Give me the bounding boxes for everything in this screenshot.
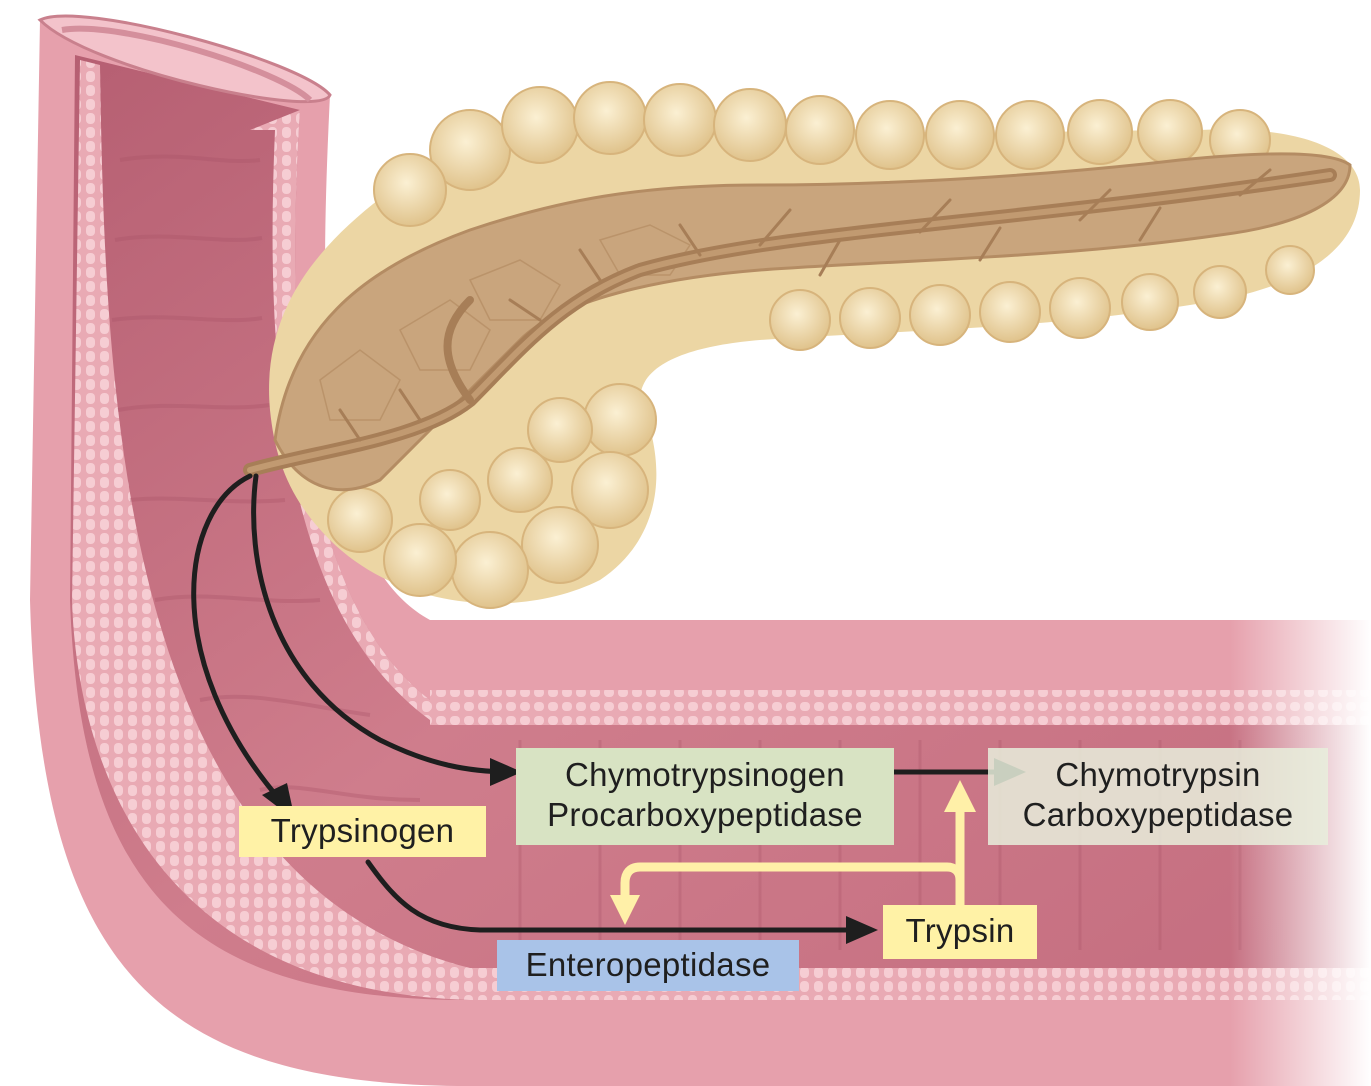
- label-boxes: [239, 748, 1328, 991]
- label-proenzymes: Chymotrypsinogen Procarboxypeptidase: [516, 755, 894, 835]
- label-procarboxypeptidase: Procarboxypeptidase: [547, 796, 863, 833]
- label-active-enzymes: Chymotrypsin Carboxypeptidase: [988, 755, 1328, 835]
- secretion-arrows: [191, 473, 1021, 935]
- enteropeptidase-box: [497, 940, 799, 991]
- label-chymotrypsin: Chymotrypsin: [1055, 756, 1261, 793]
- trypsin-box: [883, 905, 1037, 959]
- arrow-duct-to-trypsinogen: [191, 473, 283, 803]
- trypsin-activation-arrows: [610, 780, 976, 925]
- proenzymes-box: [516, 748, 894, 845]
- pancreas: [243, 81, 1360, 609]
- label-carboxypeptidase: Carboxypeptidase: [1022, 796, 1294, 833]
- label-chymotrypsinogen: Chymotrypsinogen: [565, 756, 845, 793]
- arrow-trypsinogen-to-trypsin: [365, 859, 871, 935]
- label-trypsinogen: Trypsinogen: [270, 812, 455, 849]
- trypsinogen-box: [239, 806, 486, 857]
- label-enteropeptidase: Enteropeptidase: [525, 946, 771, 983]
- arrow-duct-to-chymotrypsinogen: [251, 473, 515, 777]
- label-trypsin: Trypsin: [905, 912, 1015, 949]
- active-enzymes-box: [988, 748, 1328, 845]
